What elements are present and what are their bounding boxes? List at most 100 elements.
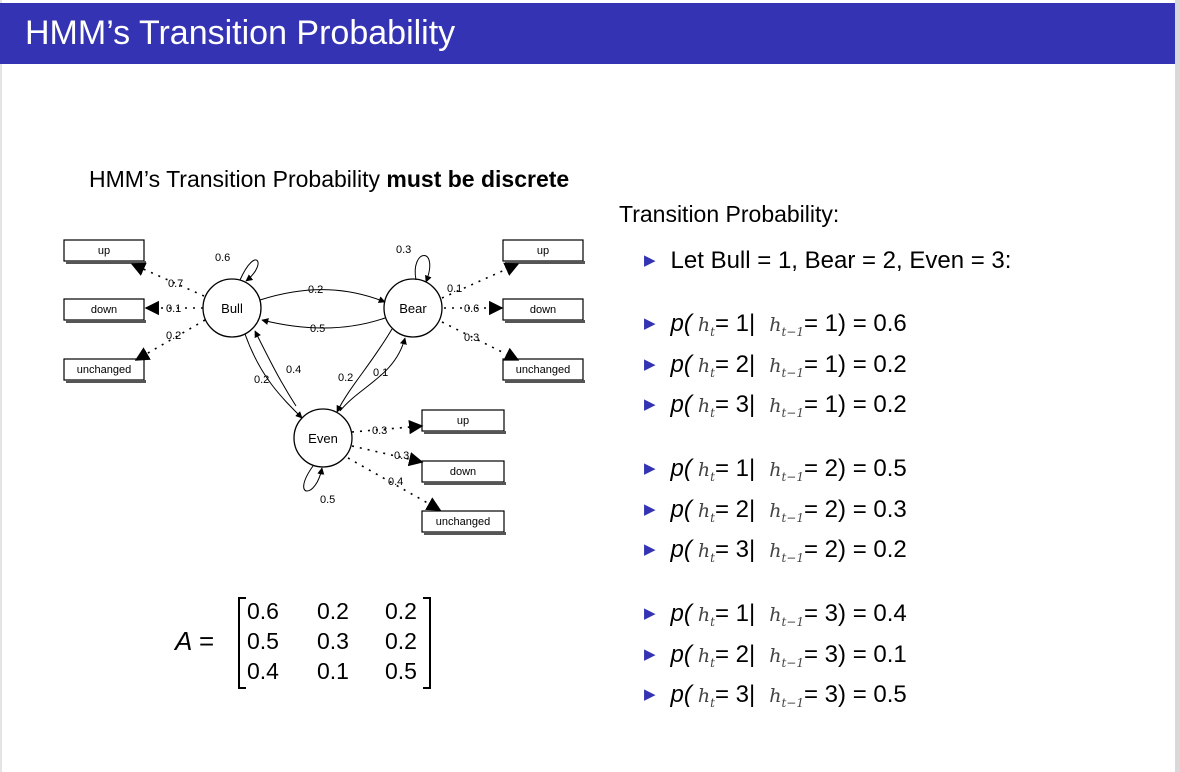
prob-rhs-symbol: h xyxy=(769,645,782,667)
prob-lhs-var: ht xyxy=(698,459,715,484)
prob-eq1: = 1| xyxy=(714,310,756,337)
matrix-cell: 0.1 xyxy=(317,658,349,684)
prob-eq2: = 3) = 0.4 xyxy=(804,600,907,627)
prob-rhs-var: ht−1 xyxy=(769,355,804,380)
obs-up-label: up xyxy=(457,415,469,427)
prob-eq2: = 1) = 0.2 xyxy=(804,391,907,418)
bear-down-box: down xyxy=(502,298,585,323)
bullet-triangle-icon: ▶ xyxy=(644,356,656,373)
probability-item: ▶p(ht = 3|ht−1 = 3) = 0.5 xyxy=(644,681,907,710)
intro-bold: must be discrete xyxy=(386,166,570,192)
label-even-unchanged: 0.4 xyxy=(388,476,403,488)
prob-lhs-symbol: h xyxy=(697,540,711,562)
prob-rhs-symbol: h xyxy=(769,459,782,481)
matrix-cell: 0.5 xyxy=(247,628,279,654)
prob-eq1: = 2| xyxy=(714,351,756,378)
bullet-let: ▶ Let Bull = 1, Bear = 2, Even = 3: xyxy=(644,247,1011,275)
edge-bull-to-bear xyxy=(259,289,386,303)
prob-eq1: = 2| xyxy=(714,496,756,523)
prob-open: p( xyxy=(670,681,692,708)
state-even-label: Even xyxy=(308,431,338,446)
prob-eq2: = 2) = 0.5 xyxy=(804,455,907,482)
label-bear-to-even: 0.2 xyxy=(338,372,353,384)
prob-open: p( xyxy=(670,600,692,627)
probability-item: ▶p(ht = 2|ht−1 = 1) = 0.2 xyxy=(644,351,907,380)
matrix-cell: 0.6 xyxy=(247,598,279,624)
label-bull-to-even: 0.2 xyxy=(254,374,269,386)
matrix-cell: 0.5 xyxy=(385,658,417,684)
label-bear-up: 0.1 xyxy=(447,283,462,295)
prob-lhs-symbol: h xyxy=(697,355,711,377)
probability-item: ▶p(ht = 1|ht−1 = 1) = 0.6 xyxy=(644,310,907,339)
label-bear-self: 0.3 xyxy=(396,244,411,256)
prob-rhs-subscript: t−1 xyxy=(781,695,804,710)
prob-lhs-var: ht xyxy=(698,395,715,420)
prob-rhs-subscript: t−1 xyxy=(781,405,804,420)
prob-rhs-subscript: t−1 xyxy=(781,510,804,525)
edge-even-unchanged xyxy=(347,457,442,511)
prob-rhs-symbol: h xyxy=(769,314,782,336)
transition-heading: Transition Probability: xyxy=(619,201,840,227)
edge-even-to-bear xyxy=(339,337,407,412)
edge-bull-to-even xyxy=(244,333,303,419)
prob-lhs-subscript: t xyxy=(710,469,715,484)
label-even-self: 0.5 xyxy=(320,494,335,506)
prob-lhs-symbol: h xyxy=(697,685,711,707)
prob-lhs-var: ht xyxy=(698,355,715,380)
bull-unchanged-box: unchanged xyxy=(63,358,146,383)
prob-rhs-symbol: h xyxy=(769,355,782,377)
prob-eq1: = 2| xyxy=(714,641,756,668)
bear-up-box: up xyxy=(502,239,585,264)
state-bear-label: Bear xyxy=(399,301,427,316)
prob-rhs-var: ht−1 xyxy=(769,685,804,710)
prob-lhs-var: ht xyxy=(698,500,715,525)
matrix-cell: 0.4 xyxy=(247,658,279,684)
prob-open: p( xyxy=(670,536,692,563)
probability-item: ▶p(ht = 2|ht−1 = 3) = 0.1 xyxy=(644,641,907,670)
prob-rhs-subscript: t−1 xyxy=(781,614,804,629)
obs-down-label: down xyxy=(91,304,117,316)
prob-rhs-subscript: t−1 xyxy=(781,469,804,484)
prob-eq2: = 1) = 0.2 xyxy=(804,351,907,378)
prob-lhs-subscript: t xyxy=(710,365,715,380)
prob-lhs-subscript: t xyxy=(710,324,715,339)
prob-eq2: = 2) = 0.2 xyxy=(804,536,907,563)
let-text: Let Bull = 1, Bear = 2, Even = 3: xyxy=(670,247,1012,274)
prob-open: p( xyxy=(670,496,692,523)
bull-up-box: up xyxy=(63,239,146,264)
edge-even-to-bull xyxy=(254,330,297,407)
prob-lhs-var: ht xyxy=(698,540,715,565)
prob-open: p( xyxy=(670,391,692,418)
matrix-cell: 0.3 xyxy=(317,628,349,654)
obs-up-label: up xyxy=(537,245,549,257)
probability-item: ▶p(ht = 1|ht−1 = 2) = 0.5 xyxy=(644,455,907,484)
prob-rhs-var: ht−1 xyxy=(769,645,804,670)
hmm-state-diagram: up down unchanged up down unchanged up d… xyxy=(63,239,585,535)
bullet-triangle-icon: ▶ xyxy=(644,646,656,663)
probability-item: ▶p(ht = 2|ht−1 = 2) = 0.3 xyxy=(644,496,907,525)
prob-lhs-symbol: h xyxy=(697,500,711,522)
prob-open: p( xyxy=(670,455,692,482)
prob-rhs-subscript: t−1 xyxy=(781,324,804,339)
prob-lhs-subscript: t xyxy=(710,695,715,710)
label-even-to-bull: 0.4 xyxy=(286,364,301,376)
obs-unchanged-label: unchanged xyxy=(77,364,131,376)
prob-open: p( xyxy=(670,641,692,668)
prob-eq2: = 2) = 0.3 xyxy=(804,496,907,523)
bear-self-loop xyxy=(414,255,432,283)
matrix-label: A = xyxy=(175,626,214,657)
bull-down-box: down xyxy=(63,298,146,323)
even-down-box: down xyxy=(421,460,506,485)
intro-prefix: HMM’s Transition Probability xyxy=(89,166,387,192)
state-even: Even xyxy=(293,408,353,468)
label-bull-to-bear: 0.2 xyxy=(308,284,323,296)
bull-self-loop xyxy=(239,259,259,282)
even-unchanged-box: unchanged xyxy=(421,510,506,535)
prob-lhs-var: ht xyxy=(698,645,715,670)
label-bear-unchanged: 0.3 xyxy=(464,332,479,344)
label-even-up: 0.3 xyxy=(372,425,387,437)
prob-rhs-var: ht−1 xyxy=(769,540,804,565)
prob-lhs-symbol: h xyxy=(697,395,711,417)
prob-lhs-var: ht xyxy=(698,604,715,629)
prob-eq2: = 3) = 0.5 xyxy=(804,681,907,708)
